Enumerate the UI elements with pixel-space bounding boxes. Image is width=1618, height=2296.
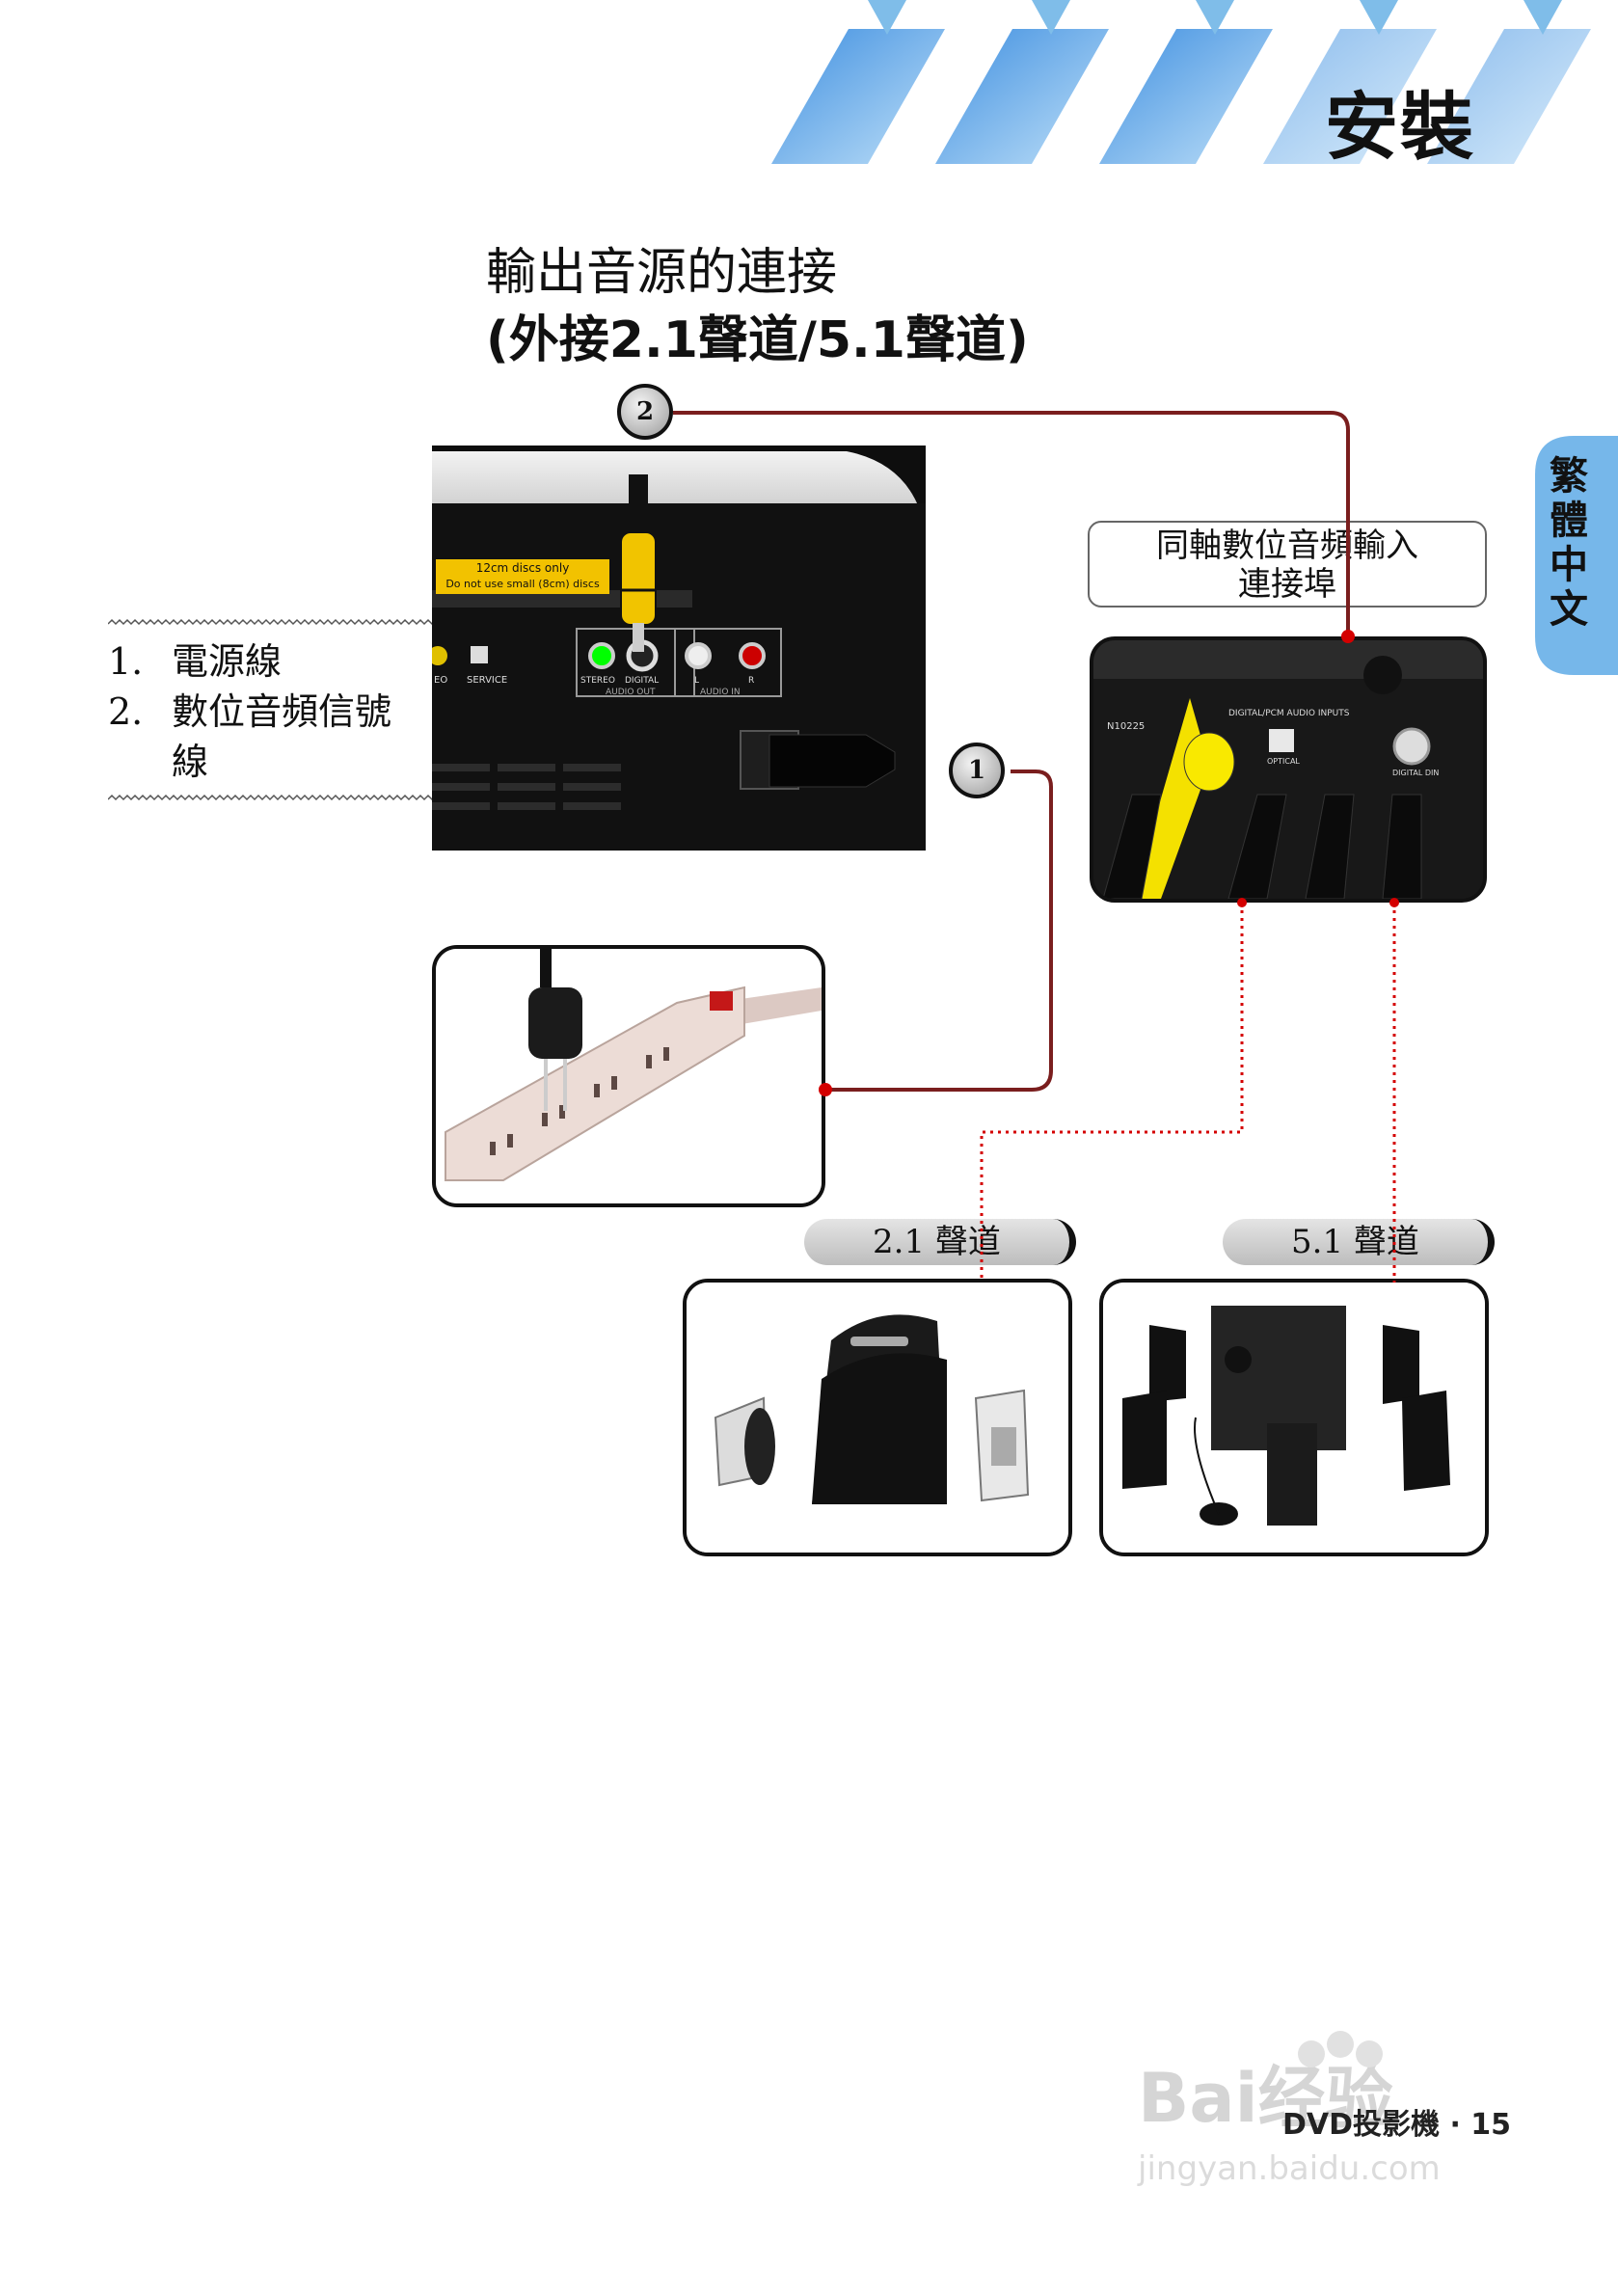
language-tab[interactable]: 繁體中文: [1543, 455, 1587, 633]
svg-text:DIGITAL DIN: DIGITAL DIN: [1392, 769, 1439, 777]
header-stripes: [771, 0, 1591, 164]
heading-line-2: (外接2.1聲道/5.1聲道): [486, 311, 1029, 369]
svg-text:DIGITAL/PCM AUDIO INPUTS: DIGITAL/PCM AUDIO INPUTS: [1228, 709, 1350, 718]
speakers-5-1-photo: [1099, 1279, 1489, 1556]
svg-text:AUDIO IN: AUDIO IN: [700, 688, 741, 697]
legend-item: 1.電源線: [108, 640, 283, 683]
receiver-input-photo: N10225 DIGITAL/PCM AUDIO INPUTS OPTICAL …: [1090, 636, 1487, 903]
heading-line-1: 輸出音源的連接: [486, 244, 838, 302]
svg-text:AUDIO OUT: AUDIO OUT: [606, 688, 656, 697]
disc-label-1: 12cm discs only: [476, 561, 570, 575]
baidu-watermark: Bai经验 jingyan.baidu.com: [1137, 2031, 1441, 2188]
svg-text:DIGITAL: DIGITAL: [625, 676, 659, 686]
speakers-2-1-photo: [683, 1279, 1072, 1556]
svg-text:jingyan.baidu.com: jingyan.baidu.com: [1137, 2149, 1441, 2188]
projector-rear-photo: 12cm discs only Do not use small (8cm) d…: [432, 446, 926, 876]
label-2-1-channel: 2.1 聲道: [804, 1219, 1076, 1265]
label-5-1-channel: 5.1 聲道: [1223, 1219, 1495, 1265]
zigzag-divider-top: [108, 618, 436, 626]
coaxial-input-callout: 同軸數位音頻輸入 連接埠: [1088, 521, 1487, 608]
page-footer: DVD投影機 · 15: [1282, 2108, 1512, 2142]
side-tab-shape: [1535, 436, 1618, 675]
svg-text:OPTICAL: OPTICAL: [1267, 757, 1300, 766]
svg-text:N10225: N10225: [1107, 721, 1145, 732]
page-heading: 輸出音源的連接 (外接2.1聲道/5.1聲道): [486, 239, 1029, 374]
legend-list: 1.電源線 2.數位音頻信號線: [108, 617, 436, 806]
section-title: 安裝: [1325, 84, 1475, 170]
badge-2: 2: [617, 384, 673, 440]
power-strip-photo: [432, 945, 825, 1207]
svg-text:L: L: [694, 676, 699, 686]
badge-1: 1: [949, 743, 1005, 798]
legend-item: 2.數位音頻信號線: [108, 690, 392, 783]
svg-text:SERVICE: SERVICE: [467, 675, 507, 686]
svg-text:EO: EO: [434, 675, 447, 686]
svg-text:Bai经验: Bai经验: [1138, 2059, 1393, 2138]
zigzag-divider-bottom: [108, 795, 436, 800]
disc-label-2: Do not use small (8cm) discs: [445, 578, 600, 590]
svg-text:R: R: [748, 676, 754, 686]
svg-text:STEREO: STEREO: [580, 676, 615, 686]
